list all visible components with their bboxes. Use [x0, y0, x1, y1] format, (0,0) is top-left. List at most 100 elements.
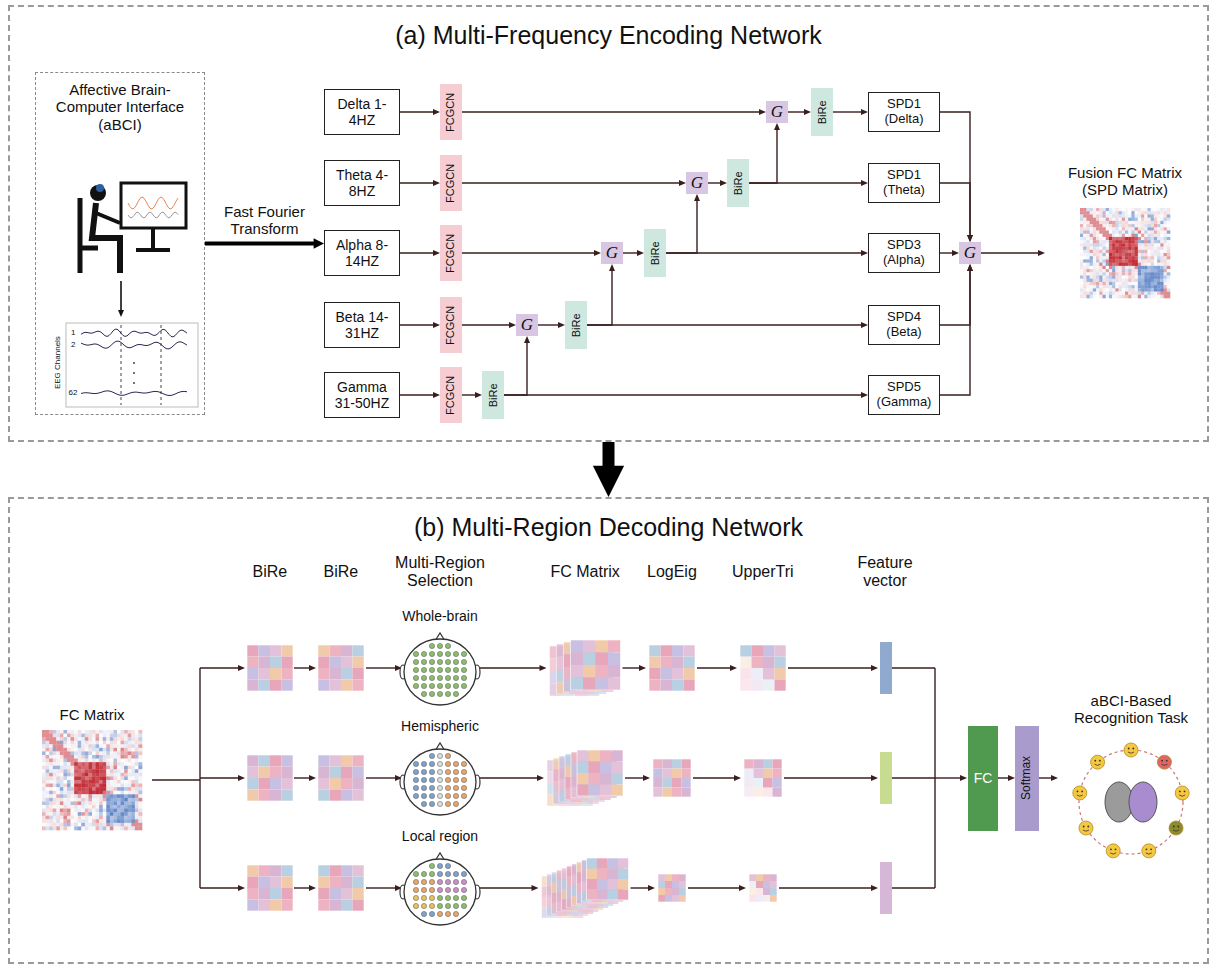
- bire-block: BiRe: [565, 301, 587, 349]
- node-text: SPD4 (Beta): [873, 310, 935, 340]
- node-text: Theta 4-8HZ: [329, 167, 395, 199]
- connector: [940, 112, 973, 242]
- fc-layer: FC: [968, 726, 998, 831]
- node-text: Hemispheric: [401, 718, 479, 734]
- axis-label: EEG Channels: [52, 336, 61, 389]
- column-header: Multi-Region Selection: [385, 554, 495, 591]
- node-text: BiRe: [487, 383, 500, 407]
- fusion-operator: G: [959, 242, 981, 264]
- panel-title: (b) Multi-Region Decoding Network: [414, 513, 803, 542]
- panel: (a) Multi-Frequency Encoding NetworkAffe…: [8, 5, 1209, 442]
- spd-box: SPD4 (Beta): [868, 305, 940, 345]
- fc-matrix: FC Matrix: [32, 702, 152, 834]
- node-text: SPD5 (Gamma): [873, 380, 935, 410]
- fcgcn-block: FCGCN: [440, 297, 462, 353]
- node-text: FCGCN: [445, 233, 458, 272]
- connector: [981, 250, 1045, 256]
- connector: [400, 322, 440, 328]
- connector: [1039, 775, 1058, 781]
- node-text: BiRe: [816, 100, 829, 124]
- node-text: FCGCN: [445, 92, 458, 131]
- connector: [205, 238, 324, 248]
- fusion-matrix: Fusion FC Matrix (SPD Matrix): [1045, 160, 1205, 305]
- band-box: Alpha 8-14HZ: [324, 230, 400, 276]
- connector: [587, 264, 615, 325]
- bire-block: BiRe: [482, 371, 504, 419]
- fusion-operator: G: [601, 242, 623, 264]
- axis-label: 62: [69, 388, 78, 397]
- connector: [749, 180, 868, 186]
- spd-box: SPD3 (Alpha): [868, 233, 940, 273]
- connector: [666, 194, 700, 253]
- spd-box: SPD5 (Gamma): [868, 375, 940, 415]
- spd-box: SPD1 (Delta): [868, 92, 940, 132]
- connector: [462, 322, 516, 328]
- connector: [538, 322, 565, 328]
- node-text: FC: [974, 770, 993, 786]
- node-text: SPD1 (Theta): [873, 168, 935, 198]
- connector: [400, 250, 440, 256]
- connector: [623, 250, 644, 256]
- node-text: FCGCN: [445, 305, 458, 344]
- fcgcn-block: FCGCN: [440, 367, 462, 423]
- node-text: Softmax: [1020, 756, 1034, 800]
- node-text: Affective Brain-Computer Interface (aBCI…: [45, 81, 195, 133]
- connector: [462, 392, 482, 398]
- connector: [593, 442, 624, 497]
- band-box: Beta 14-31HZ: [324, 302, 400, 348]
- connector: [462, 250, 601, 256]
- region-head: Hemispheric: [385, 716, 495, 820]
- connector: [940, 264, 973, 395]
- softmax-layer: Softmax: [1015, 726, 1039, 831]
- bire-block: BiRe: [727, 159, 749, 207]
- fusion-operator: G: [516, 314, 538, 336]
- node-text: Gamma 31-50HZ: [329, 379, 395, 411]
- column-header: LogEig: [647, 563, 697, 581]
- node-text: SPD3 (Alpha): [873, 238, 935, 268]
- column-header: UpperTri: [732, 563, 794, 581]
- connector: [998, 775, 1015, 781]
- node-text: G: [691, 173, 703, 193]
- column-header: BiRe: [324, 563, 359, 581]
- connector: [462, 109, 766, 115]
- edge-label: Fast Fourier Transform: [210, 203, 320, 238]
- fusion-operator: G: [766, 101, 788, 123]
- node-text: BiRe: [649, 241, 662, 265]
- node-text: FC Matrix: [60, 706, 125, 723]
- connector: [462, 180, 686, 186]
- node-text: BiRe: [732, 171, 745, 195]
- connector: [833, 109, 868, 115]
- band-box: Delta 1-4HZ: [324, 89, 400, 135]
- connector: [940, 250, 959, 256]
- node-text: FCGCN: [445, 375, 458, 414]
- connector: [400, 392, 440, 398]
- column-header: Feature vector: [845, 554, 925, 591]
- connector: [504, 392, 868, 398]
- spd-box: SPD1 (Theta): [868, 163, 940, 203]
- connector: [940, 264, 973, 325]
- node-text: Alpha 8-14HZ: [329, 237, 395, 269]
- connector: [708, 180, 727, 186]
- axis-label: 2: [71, 340, 75, 349]
- node-text: G: [964, 243, 976, 263]
- region-head: Whole-brain: [385, 606, 495, 710]
- panel-title: (a) Multi-Frequency Encoding Network: [395, 21, 822, 50]
- node-text: FCGCN: [445, 163, 458, 202]
- node-text: Fusion FC Matrix (SPD Matrix): [1055, 164, 1195, 199]
- node-text: SPD1 (Delta): [873, 97, 935, 127]
- node-text: Whole-brain: [402, 608, 477, 624]
- connector: [940, 183, 973, 242]
- band-box: Theta 4-8HZ: [324, 160, 400, 206]
- axis-label: 1: [71, 328, 75, 337]
- column-header: BiRe: [253, 563, 288, 581]
- fcgcn-block: FCGCN: [440, 155, 462, 211]
- node-text: G: [521, 315, 533, 335]
- connector: [749, 123, 780, 183]
- connector: [400, 109, 440, 115]
- connector: [504, 336, 530, 395]
- region-head: Local region: [385, 826, 495, 930]
- fusion-operator: G: [686, 172, 708, 194]
- column-header: FC Matrix: [551, 563, 620, 581]
- node-text: Beta 14-31HZ: [329, 309, 395, 341]
- node-text: aBCI-Based Recognition Task: [1061, 692, 1201, 727]
